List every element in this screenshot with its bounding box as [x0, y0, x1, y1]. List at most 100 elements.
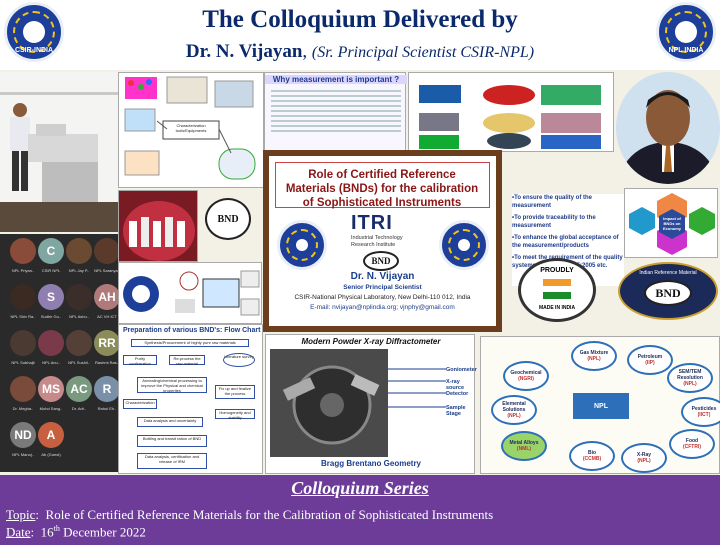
participant-avatar	[10, 330, 36, 356]
header-bar	[0, 0, 720, 70]
why-measurement-text	[271, 87, 401, 135]
participant-avatar: C	[38, 238, 64, 264]
csir-logo-icon: CSIR-INDIA	[4, 2, 64, 62]
nmi-logos-collage	[413, 77, 611, 149]
material-name: Metal Alloys	[509, 440, 539, 446]
why-measurement-title: Why measurement is important ?	[265, 75, 407, 84]
xrd-caption: Bragg Brentano Geometry	[320, 459, 422, 468]
participant-name: Rahul Eh..	[97, 406, 117, 411]
dissemination-diagram	[123, 270, 260, 316]
participant-name: NPL Sushil..	[68, 360, 90, 365]
participant-avatar: AH	[94, 284, 118, 310]
npl-logo-icon: NPL INDIA	[656, 2, 716, 62]
xrd-leader-lines	[388, 368, 446, 408]
participant-name: Dr. Arti..	[71, 406, 87, 411]
purpose-item: •To enhance the global acceptance of the…	[512, 235, 619, 249]
flow-step: Purity confirmation	[123, 355, 157, 366]
material-name: Bio	[587, 450, 597, 456]
material-node: Bio(CCMB)	[569, 441, 615, 471]
participant-name: Dr. Megha..	[12, 406, 34, 411]
material-lab: (IICT)	[697, 412, 711, 418]
speaker-separator: ,	[302, 41, 308, 62]
participant-name: Rashmi Ras..	[94, 360, 118, 365]
xrd-label: X-ray source	[446, 379, 465, 391]
speaker-card-address: CSIR-National Physical Laboratory, New D…	[294, 294, 471, 301]
participant-avatar	[94, 238, 118, 264]
presentation-title-card: Role of Certified Reference Materials (B…	[263, 150, 502, 332]
bnd-impact-diagram: Impact of BNDs on Economy	[624, 188, 718, 258]
flow-step: Annealing/chemical processing to improve…	[137, 377, 207, 393]
participant-avatar	[10, 238, 36, 264]
material-lab: (NPL)	[637, 458, 651, 464]
participant-avatar: S	[38, 284, 64, 310]
slide-characterization: Characterization tools/Equipments	[118, 72, 264, 188]
date-suffix: th	[53, 524, 60, 533]
india-flag-icon	[543, 279, 571, 299]
irm-logo: Indian Reference Material BND	[618, 262, 718, 320]
material-name: X-Ray	[636, 452, 652, 458]
material-node: Petroleum(IIP)	[627, 345, 673, 375]
speaker-live-photo	[0, 72, 118, 232]
flow-step: Synthesis/Procurement of highly pure raw…	[131, 339, 249, 347]
date-day: 16	[40, 524, 54, 540]
participant-avatar: ND	[10, 422, 36, 448]
topic-label: Topic	[6, 507, 36, 522]
flow-step: Literature survey	[223, 353, 255, 367]
participant-name: NPL Ashu..	[69, 314, 89, 319]
date-line: Date: 16th December 2022	[6, 524, 146, 540]
npl-seal-icon	[277, 220, 327, 270]
material-lab: (CFTRI)	[682, 444, 702, 450]
material-node: Elemental Solutions(NPL)	[491, 395, 537, 425]
speaker-card-name: Dr. N. Vijayan	[350, 271, 415, 282]
participant-name: NPL Manoj..	[12, 452, 34, 457]
slide-why-measurement: Why measurement is important ?	[264, 72, 407, 152]
flow-step: Data analysis and uncertainty	[137, 417, 203, 427]
reference-materials-wheel: NPL Gas Mixture(NPL)Petroleum(IIP)Geoche…	[480, 336, 720, 474]
speaker-designation: (Sr. Principal Scientist CSIR-NPL)	[311, 44, 535, 61]
material-lab: (IIP)	[645, 360, 655, 366]
speaker-portrait	[616, 72, 720, 184]
itri-logo: ITRI Industrial Technology Research Inst…	[351, 212, 403, 248]
bnd-logo-small: BND	[205, 198, 251, 240]
material-name: Gas Mixture	[579, 350, 609, 356]
participant-avatar: R	[94, 376, 118, 402]
participant-name: NPL Shiv Ra..	[10, 314, 36, 319]
xrd-slide: Modern Powder X-ray Diffractometer Gonio…	[265, 334, 477, 474]
page-title: The Colloquium Delivered by	[202, 6, 518, 33]
material-lab: (NPL)	[683, 381, 697, 387]
material-node: Metal Alloys(NML)	[501, 431, 547, 461]
slide-nmi-logos	[408, 72, 614, 152]
xrd-instrument-illustration	[270, 349, 388, 457]
date-label: Date	[6, 524, 31, 540]
material-name: Food	[685, 438, 699, 444]
material-node: Geochemical(NGRI)	[503, 361, 549, 391]
participant-avatar	[66, 238, 92, 264]
material-node: Gas Mixture(NPL)	[571, 341, 617, 371]
characterization-collage	[124, 76, 256, 180]
wheel-center: NPL	[573, 393, 629, 419]
participant-name: NPL Saranya..	[94, 268, 118, 273]
material-name: SEM/TEM Resolution	[677, 369, 703, 381]
bnd-center-logo: BND	[363, 251, 399, 271]
participant-avatar	[66, 284, 92, 310]
slide-dissemination	[118, 262, 262, 324]
speaker-line: Dr. N. Vijayan, (Sr. Principal Scientist…	[0, 41, 720, 63]
date-rest: December 2022	[59, 524, 146, 540]
purpose-item: •To provide traceability to the measurem…	[512, 215, 596, 229]
xrd-label: Sample Stage	[446, 405, 466, 417]
lecture-photo-illustration	[0, 72, 118, 232]
series-title: Colloquium Series	[291, 478, 429, 498]
title-frame	[275, 162, 490, 208]
participant-name: Ab (Guest)	[41, 452, 61, 457]
footer-bar	[0, 475, 720, 545]
impact-hexagons	[629, 193, 715, 255]
participant-name: NPL Jay P..	[68, 268, 90, 273]
characterization-label: Characterization tools/Equipments	[175, 123, 207, 133]
material-name: Elemental Solutions	[502, 401, 526, 413]
made-in-india-badge: PROUDLY MADE IN INDIA	[518, 258, 596, 322]
participant-name: CSIR NPL	[41, 268, 61, 273]
flow-chart-title: Preparation of various BND's: Flow Chart	[123, 327, 261, 334]
participant-avatar: RR	[94, 330, 118, 356]
participant-avatar: A	[38, 422, 64, 448]
